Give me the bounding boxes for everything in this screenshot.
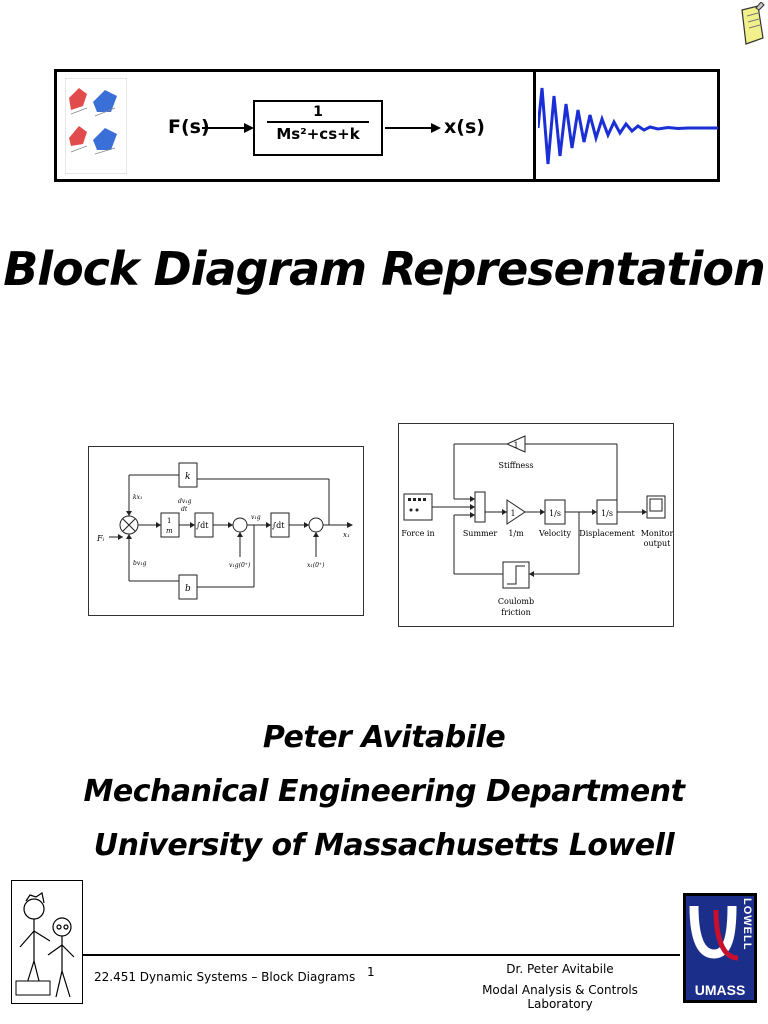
- tf-fraction-bar: [267, 121, 369, 123]
- footer-course: 22.451 Dynamic Systems – Block Diagrams: [94, 970, 356, 984]
- banner-input-label: F(s): [168, 116, 210, 138]
- displacement-output-label: x₁: [343, 531, 350, 539]
- stiffness-gain-value: 1: [513, 441, 518, 450]
- kx-signal-label: kx₁: [133, 494, 142, 501]
- velocity-signal-label: v₁g: [251, 514, 261, 521]
- footer-divider: [82, 954, 680, 956]
- transfer-function-block: 1 Ms²+cs+k: [253, 100, 383, 156]
- banner-input-arrow: [202, 123, 254, 133]
- logo-campus-text: LOWELL: [741, 898, 753, 951]
- footer-page-number: 1: [367, 965, 375, 979]
- page-title: Block Diagram Representation: [3, 242, 766, 296]
- m-block-den: m: [166, 527, 173, 535]
- dv-denominator-label: dt: [181, 506, 188, 513]
- footer-lab: Modal Analysis & Controls Laboratory: [482, 983, 638, 1011]
- force-input-label: Fᵢ: [96, 534, 105, 543]
- stiffness-label: Stiffness: [498, 461, 533, 470]
- damped-response-plot: [538, 87, 718, 165]
- author-name: Peter Avitabile: [262, 720, 506, 755]
- velocity-initial-label: v₁g(0⁺): [229, 562, 251, 569]
- displacement-integrator-block: 1/s: [601, 509, 613, 518]
- b-block-label: b: [185, 584, 191, 594]
- note-icon: [738, 1, 766, 46]
- banner-output-label: x(s): [444, 116, 485, 138]
- banner-output-arrow: [385, 123, 441, 133]
- displacement-initial-label: x₁(0⁺): [307, 562, 325, 569]
- author-department: Mechanical Engineering Department: [83, 774, 685, 809]
- bv-signal-label: bv₁g: [133, 560, 147, 567]
- tf-numerator: 1: [313, 104, 323, 120]
- umass-lowell-logo: LOWELL UMASS: [683, 893, 757, 1003]
- footer-instructor: Dr. Peter Avitabile: [506, 962, 614, 976]
- mass-spring-block-diagram: k b 1 m ∫dt ∫dt Fᵢ kx₁ bv₁g dv₁g dt v₁g …: [88, 446, 364, 616]
- banner-divider: [533, 69, 536, 182]
- displacement-label: Displacement: [579, 529, 635, 538]
- header-banner: [54, 69, 720, 182]
- simulink-model-diagram: 1 Stiffness Force in Summer 1 1/m 1/s Ve…: [398, 423, 674, 627]
- gain-label: 1/m: [508, 529, 524, 538]
- monitor-label-line2: output: [644, 539, 671, 548]
- monitor-label-line1: Monitor: [641, 529, 673, 538]
- m-block-num: 1: [167, 517, 171, 525]
- coulomb-label-line2: friction: [501, 608, 531, 617]
- tf-denominator: Ms²+cs+k: [276, 125, 360, 143]
- logo-name-text: UMASS: [694, 982, 746, 998]
- coulomb-label-line1: Coulomb: [498, 597, 534, 606]
- force-in-label: Force in: [401, 529, 434, 538]
- dv-numerator-label: dv₁g: [178, 498, 192, 505]
- k-block-label: k: [185, 472, 190, 482]
- gain-block-value: 1: [510, 509, 515, 518]
- velocity-integrator-block: 1/s: [549, 509, 561, 518]
- frf-plots-thumbnail: [64, 77, 128, 175]
- summer-label: Summer: [463, 529, 498, 538]
- velocity-label: Velocity: [538, 529, 571, 538]
- integrator-1-label: ∫dt: [196, 521, 209, 530]
- author-university: University of Massachusetts Lowell: [93, 828, 675, 863]
- integrator-2-label: ∫dt: [272, 521, 285, 530]
- cartoon-engineers-image: [11, 880, 83, 1004]
